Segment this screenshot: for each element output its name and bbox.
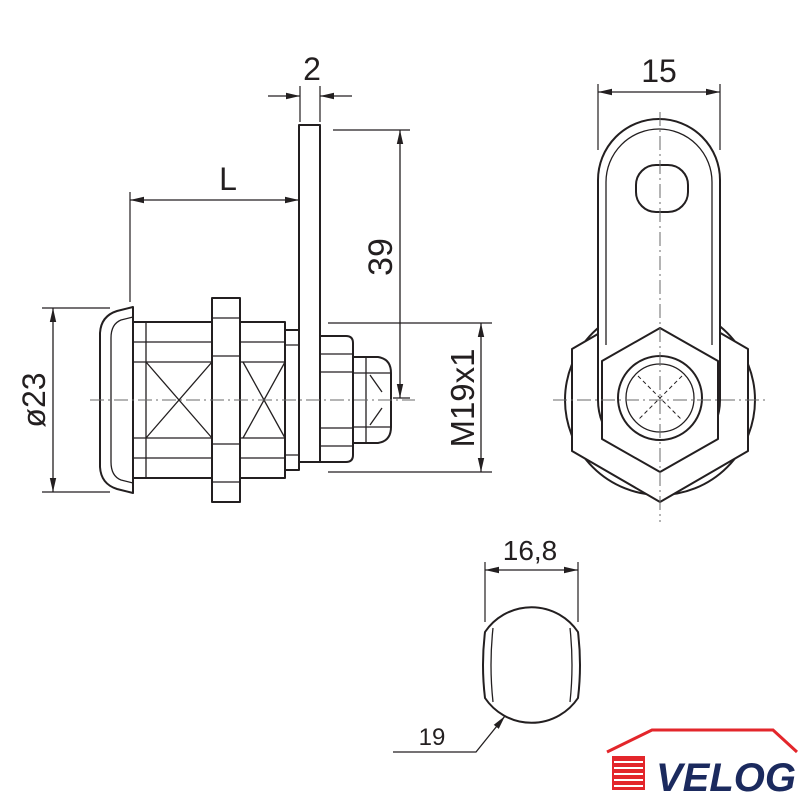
lock-body-front-flats — [133, 322, 212, 478]
cam-slot — [635, 164, 689, 213]
logo-garage-door-icon — [612, 756, 645, 790]
dim-label-plate-thickness: 2 — [303, 51, 321, 87]
front-view — [553, 112, 768, 522]
dim-label-key-diameter: 19 — [419, 724, 446, 751]
dim-label-thread: M19x1 — [444, 348, 481, 447]
extension-lines — [328, 322, 492, 473]
cam-nut — [319, 335, 354, 463]
dimension-key-diameter: 19 — [393, 715, 506, 753]
cam-nut-flats — [320, 353, 353, 447]
dimension-thread: M19x1 — [328, 322, 492, 473]
dimension-length: L — [129, 161, 299, 302]
dimension-plate-thickness: 2 — [268, 51, 352, 122]
dim-label-length: L — [219, 161, 237, 197]
dimension-cam-length: 39 — [333, 129, 410, 399]
dim-label-cam-length: 39 — [362, 238, 400, 276]
dim-label-key-flat-width: 16,8 — [503, 535, 558, 566]
cam-lever-edge — [605, 128, 713, 345]
cam-plate — [298, 124, 321, 463]
logo-text: VELOG — [656, 756, 796, 800]
leader-line — [393, 715, 506, 753]
dimension-cam-width: 15 — [597, 53, 721, 150]
key-profile-edges — [490, 627, 573, 703]
key-profile-view — [482, 606, 581, 724]
lock-body-rear-flats — [240, 341, 285, 459]
lock-body-step-lines — [285, 344, 299, 456]
velog-logo: VELOG — [606, 728, 799, 800]
side-view — [90, 124, 415, 503]
lock-body-front-cross — [145, 361, 213, 439]
dim-label-cam-width: 15 — [641, 53, 677, 89]
dim-label-head-diameter: ø23 — [16, 372, 52, 427]
mounting-nut-flats — [212, 317, 240, 483]
logo-roof-icon — [606, 728, 799, 754]
lock-head-chamfer — [110, 316, 134, 484]
cam-screw-cross — [637, 375, 683, 421]
extension-lines — [299, 86, 321, 122]
dimension-key-flat-width: 16,8 — [484, 535, 579, 622]
key-profile — [482, 606, 581, 724]
dimension-head-diameter: ø23 — [16, 307, 110, 493]
